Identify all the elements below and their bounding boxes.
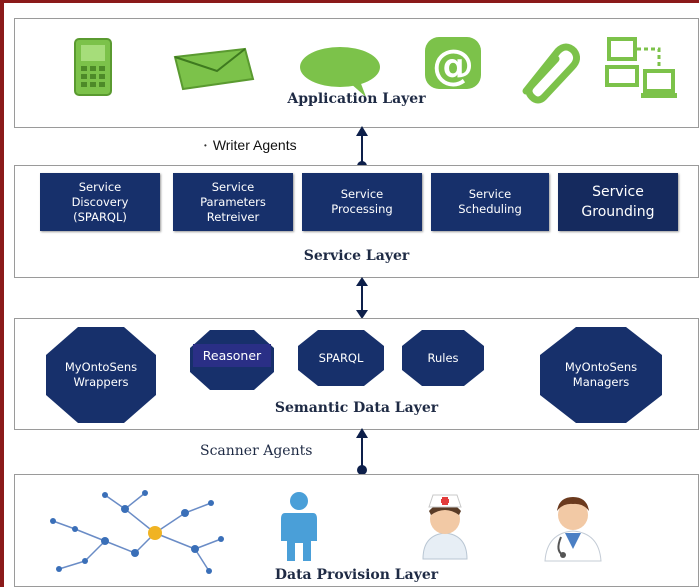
- at-sign-icon: @: [425, 37, 481, 89]
- mobile-phone-icon: [74, 38, 112, 96]
- data-provision-layer: Data Provision Layer: [14, 474, 699, 587]
- reasoner-label: Reasoner: [190, 330, 274, 390]
- sparql-octagon: SPARQL: [298, 330, 384, 386]
- nurse-icon: [422, 494, 468, 560]
- doctor-icon: [544, 497, 602, 562]
- network-computers-icon: [605, 37, 677, 98]
- data-provision-layer-title: Data Provision Layer: [274, 567, 439, 583]
- semantic-data-layer-title: Semantic Data Layer: [274, 400, 439, 416]
- wrappers-label: MyOntoSens Wrappers: [64, 360, 138, 389]
- application-layer-title: Application Layer: [287, 91, 426, 107]
- application-layer: @ Application Layer: [14, 18, 699, 128]
- rules-label: Rules: [427, 350, 459, 365]
- writer-agents-bullet: •: [204, 140, 207, 150]
- managers-octagon: MyOntoSens Managers: [540, 327, 662, 423]
- envelope-icon: [173, 47, 255, 91]
- service-layer-title: Service Layer: [303, 248, 410, 264]
- scanner-agents-arrow: [356, 428, 368, 475]
- rules-octagon: Rules: [402, 330, 484, 386]
- writer-agents-box: • Writer Agents: [198, 129, 328, 161]
- service-discovery-box: Service Discovery (SPARQL): [40, 173, 160, 231]
- writer-agents-label: Writer Agents: [212, 137, 297, 153]
- service-processing-box: Service Processing: [302, 173, 422, 231]
- service-semantic-arrow: [356, 277, 368, 319]
- person-icon: [281, 492, 317, 561]
- wrappers-octagon: MyOntoSens Wrappers: [46, 327, 156, 423]
- application-icons: @: [74, 37, 677, 104]
- network-graph-icon: [50, 490, 224, 574]
- data-provision-icons: [50, 490, 602, 574]
- reasoner-text: Reasoner: [192, 344, 272, 367]
- paperclip-icon: [522, 43, 581, 104]
- service-grounding-box: Service Grounding: [558, 173, 678, 231]
- speech-bubble-icon: [300, 47, 380, 97]
- managers-label: MyOntoSens Managers: [564, 360, 638, 389]
- service-scheduling-box: Service Scheduling: [431, 173, 549, 231]
- svg-text:@: @: [432, 40, 474, 89]
- service-parameters-box: Service Parameters Retreiver: [173, 173, 293, 231]
- scanner-agents-label: Scanner Agents: [200, 443, 313, 459]
- reasoner-octagon: Reasoner: [190, 330, 274, 390]
- sparql-label: SPARQL: [318, 350, 364, 365]
